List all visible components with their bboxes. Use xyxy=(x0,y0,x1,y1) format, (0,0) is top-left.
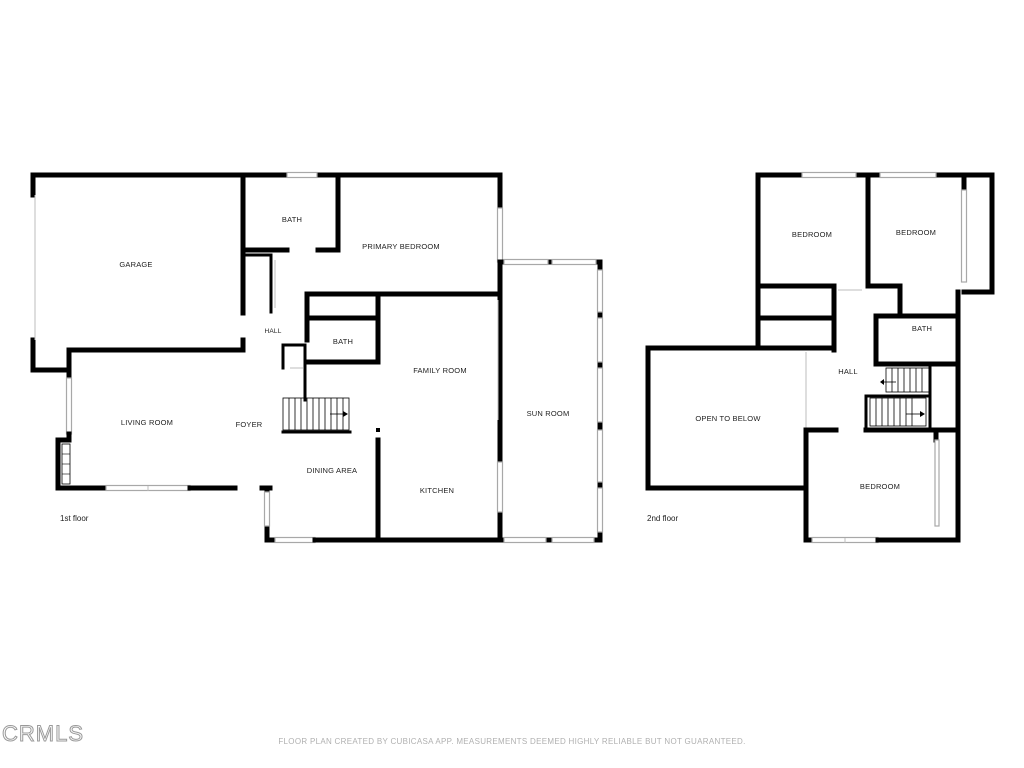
stairs-first-floor xyxy=(281,397,352,434)
label-garage: GARAGE xyxy=(119,260,152,269)
bedroom-1-walls xyxy=(755,171,995,351)
footer-disclaimer: FLOOR PLAN CREATED BY CUBICASA APP. MEAS… xyxy=(278,737,745,746)
stairs-second-floor xyxy=(864,362,932,432)
sun-room-walls xyxy=(496,258,604,544)
primary-bedroom-walls xyxy=(241,172,504,321)
garage-walls xyxy=(30,172,246,373)
label-bedroom-3: BEDROOM xyxy=(860,482,900,491)
first-floor-plan: GARAGE BATH PRIMARY BEDROOM HALL BATH FA… xyxy=(30,171,604,544)
label-second-floor: 2nd floor xyxy=(647,514,678,523)
label-kitchen: KITCHEN xyxy=(420,486,454,495)
living-room-walls xyxy=(55,347,273,492)
second-floor-plan: BEDROOM BEDROOM BATH HALL OPEN TO BELOW … xyxy=(645,171,995,544)
label-bedroom-1: BEDROOM xyxy=(792,230,832,239)
label-first-floor: 1st floor xyxy=(60,514,89,523)
label-sun-room: SUN ROOM xyxy=(527,409,570,418)
label-hall-2: HALL xyxy=(838,367,858,376)
open-to-below-walls xyxy=(645,345,837,491)
label-primary-bedroom: PRIMARY BEDROOM xyxy=(362,242,440,251)
label-family-room: FAMILY ROOM xyxy=(413,366,467,375)
label-bath-3: BATH xyxy=(912,324,932,333)
bedroom-3-walls xyxy=(803,427,961,544)
bath-3-walls xyxy=(755,283,961,367)
label-open-to-below: OPEN TO BELOW xyxy=(695,414,761,423)
label-hall-1: HALL xyxy=(264,328,281,335)
dining-kitchen-walls xyxy=(263,291,503,544)
label-dining-area: DINING AREA xyxy=(307,466,358,475)
label-bath-2: BATH xyxy=(333,337,353,346)
label-bedroom-2: BEDROOM xyxy=(896,228,936,237)
bath-2-walls xyxy=(281,291,381,402)
label-living-room: LIVING ROOM xyxy=(121,418,173,427)
bedroom-2-walls xyxy=(955,172,995,433)
label-bath-1: BATH xyxy=(282,215,302,224)
label-foyer: FOYER xyxy=(236,420,263,429)
crmls-logo: CRMLS xyxy=(2,721,84,746)
bath-1-walls xyxy=(240,171,503,253)
